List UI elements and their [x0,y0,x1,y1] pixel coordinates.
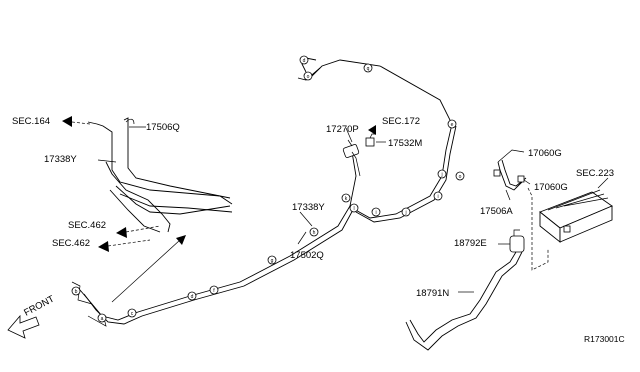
label-17270p: 17270P [326,124,359,135]
label-17506q: 17506Q [146,122,180,133]
svg-text:e: e [451,122,454,128]
diagram-reference-code: R173001C [584,334,625,344]
assembly-arrow [111,235,186,303]
label-17338y-left: 17338Y [44,154,77,165]
svg-text:k: k [345,196,348,202]
label-front: FRONT [22,293,56,318]
main-fuel-lines [79,57,457,325]
clip-marker-c: c [127,308,137,318]
clip-marker-k: k [341,193,351,203]
evap-canister [527,177,613,271]
svg-text:o: o [459,174,462,180]
clip-marker-a: a [97,313,107,323]
clip-marker-i2: i [433,191,443,201]
label-17060g-b: 17060G [534,182,568,193]
clip-marker-h: h [309,227,319,237]
svg-text:f: f [213,288,215,294]
valve-17270p [342,139,361,177]
label-sec164: SEC.164 [12,116,50,127]
hose-18791n [405,251,523,351]
clip-marker-o: o [455,171,465,181]
sec172-arrow [368,125,376,135]
svg-text:h: h [313,230,316,236]
svg-text:o: o [307,74,310,80]
label-sec462-a: SEC.462 [68,220,106,231]
label-17532m: 17532M [388,138,422,149]
clip-marker-e: e [447,119,457,129]
label-sec223: SEC.223 [576,168,614,179]
clip-marker-f: f [209,285,219,295]
filler-tube-assembly [87,117,233,233]
svg-text:j: j [404,210,406,216]
clip-markers: b a c d f g h k l i j i j o e q d o [71,55,465,323]
label-18792e: 18792E [454,238,487,249]
svg-text:d: d [191,294,194,300]
svg-text:l: l [353,206,354,212]
sec164-arrow [62,116,91,127]
clip-marker-d: d [187,291,197,301]
clip-marker-top-1: d [299,55,309,65]
front-arrow [7,314,40,339]
svg-text:i: i [437,194,438,200]
clip-17532m [365,133,376,147]
svg-text:q: q [367,66,370,72]
clip-marker-j: j [401,207,411,217]
label-sec172: SEC.172 [382,116,420,127]
sec462-arrows [98,225,161,252]
svg-text:b: b [75,289,78,295]
label-17338y-mid: 17338Y [292,202,325,213]
clip-marker-i: i [371,207,381,217]
svg-text:j: j [440,172,442,178]
label-17502q: 17502Q [290,250,324,261]
clip-marker-j2: j [437,169,447,179]
label-17506a: 17506A [480,206,513,217]
svg-text:d: d [303,58,306,64]
label-17060g-a: 17060G [528,148,562,159]
label-sec462-b: SEC.462 [52,238,90,249]
valve-18792e [498,229,525,253]
clip-marker-top-2: o [303,71,313,81]
svg-text:a: a [101,316,104,322]
clip-marker-l: l [349,203,359,213]
clip-marker-q: q [363,63,373,73]
clip-marker-g: g [267,255,277,265]
evap-tube-17506a [493,149,531,201]
svg-text:i: i [375,210,376,216]
svg-text:g: g [271,258,274,264]
clip-marker-b: b [71,286,81,296]
svg-text:c: c [131,311,134,317]
label-18791n: 18791N [416,288,449,299]
